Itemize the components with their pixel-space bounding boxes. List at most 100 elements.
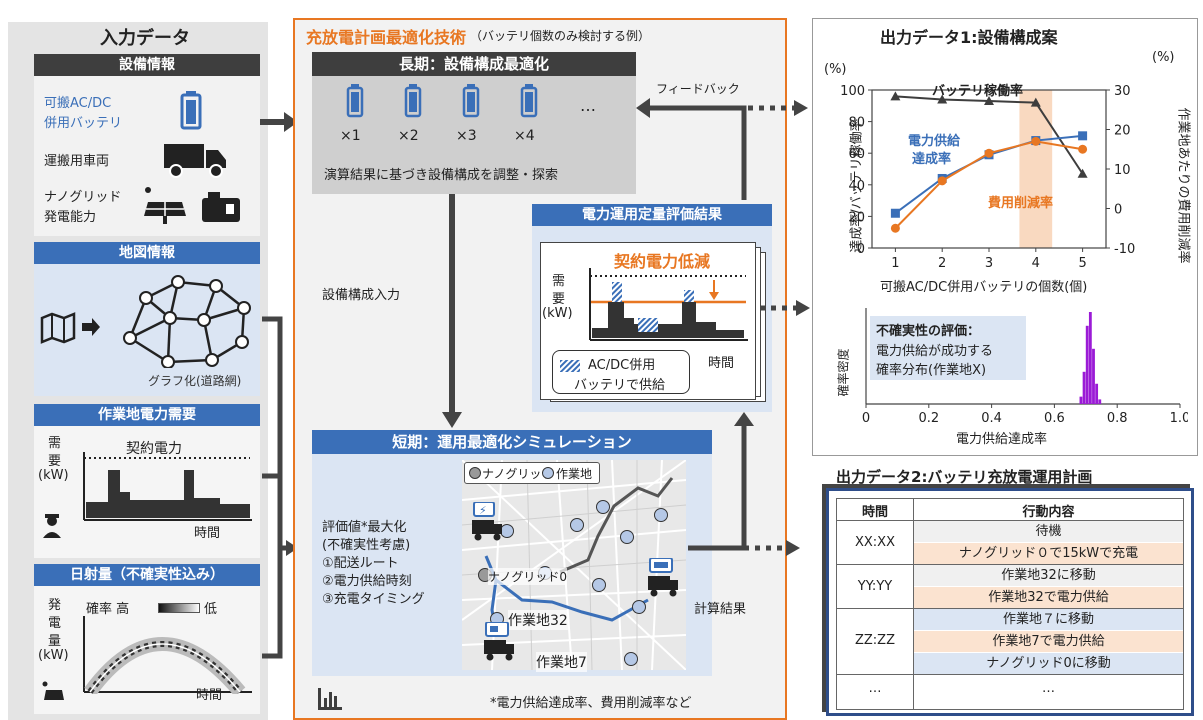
map-header: 地図情報 [34,242,260,264]
output1-title: 出力データ1:設備構成案 [880,28,1058,47]
x-axis-label: 可搬AC/DC併用バッテリの個数(個) [880,280,1088,295]
solar-y-label: 電 [48,616,62,631]
nanogrid-legend-label: ナノグリッド [482,467,554,481]
truck-battery-icon: ⚡ [472,502,502,541]
battery-icon [520,84,538,118]
right-arrow-icon [82,318,100,336]
data-point [1078,144,1088,154]
action-cell: 作業地７に移動 [914,609,1183,630]
battery-label: 可搬AC/DC [44,96,112,111]
solar-x-label: 時間 [196,688,223,703]
x-tick-label: 5 [1078,256,1086,271]
optimization-title: 充放電計画最適化技術 [306,28,467,47]
calc-result-arrow [688,412,800,556]
action-cell: … [1042,681,1055,696]
nanogrid-legend-dot [469,467,481,479]
output2-title: 出力データ2:バッテリ充放電運用計画 [836,468,1093,486]
probability-low-label: 低 [204,602,218,617]
series-label-utilization: バッテリ稼働率 [932,84,1024,99]
eval-header: 電力運用定量評価結果 [532,204,772,226]
hist-x-tick-label: 1.0 [1170,411,1188,426]
left-tick-label: 60 [848,147,865,162]
battery-icon [462,84,480,118]
hist-bar [1098,399,1102,404]
equipment-header: 設備情報 [34,54,260,76]
hist-bar [1092,348,1095,404]
hist-title: 不確実性の評価： [876,324,981,339]
multiplier-label: ×1 [340,128,361,144]
road-graph-icon [123,275,251,368]
generator-icon [202,192,240,222]
bar-chart-icon [318,688,342,710]
config-input-label: 設備構成入力 [322,288,401,303]
output1-panel [812,18,1198,456]
x-tick-label: 4 [1032,256,1040,271]
action-cell: ナノグリッド0に移動 [914,653,1183,674]
data-point [937,94,948,104]
demand-y-label: 要 [48,454,62,469]
y-right-axis-label: 作業地あたりの費用削減率 [1175,107,1191,264]
demand-x-label: 時間 [194,526,221,541]
eval-dotted-arrow [760,300,810,316]
action-cell: 作業地32に移動 [914,565,1183,586]
feedback-arrow [636,98,747,200]
data-point [937,176,947,186]
nanogrid-label-2: 発電能力 [44,210,97,225]
objective-line: ②電力供給時刻 [322,574,412,589]
table-row [837,521,1183,565]
hist-bar [1079,396,1083,404]
map-legend [464,462,600,484]
data-point [890,208,900,218]
row-time: ZZ:ZZ [854,633,895,648]
left-tick-label: 20 [848,210,865,225]
objective-line: 評価値*最大化 [322,520,407,535]
data-point [984,96,994,106]
objective-line: (不確実性考慮) [322,538,411,553]
hist-x-tick-label: 0.6 [1044,411,1065,426]
eval-y-label: (kW) [542,306,573,321]
solar-header: 日射量（不確実性込み） [34,564,260,586]
site-node [592,578,606,592]
eval-x-label: 時間 [708,356,735,371]
objective-line: ①配送ルート [322,556,399,571]
col-time-header: 時間 [861,505,888,520]
hist-bar [1095,383,1099,404]
truck-battery-icon [484,622,514,661]
site-node [620,530,634,544]
unit-left: (%) [824,62,847,77]
site-node [596,500,610,514]
map-icon [40,312,76,344]
data-point [984,148,994,158]
demand-header: 作業地電力需要 [34,404,260,426]
map-label-site32: 作業地32 [508,610,568,630]
right-tick-label: 20 [1114,124,1131,139]
hatch-legend-icon [560,360,580,372]
action-cell: 作業地7で電力供給 [914,631,1183,652]
hist-x-tick-label: 0.4 [981,411,1002,426]
demand-y-label: (kW) [38,468,69,483]
map-caption: グラフ化(道路網) [148,374,242,388]
row-time: YY:YY [857,579,893,594]
eval-chart [589,268,748,341]
optimization-subtitle: （バッテリ個数のみ検討する例） [470,29,651,43]
left-tick-label: 40 [848,179,865,194]
hist-line2: 確率分布(作業地X) [876,363,987,378]
short-term-header: 短期：運用最適化シミュレーション [312,430,712,454]
eval-legend-text: AC/DC併用 [588,358,656,373]
map-label-site7: 作業地7 [536,652,587,672]
objective-line: ③充電タイミング [322,592,425,607]
left-tick-label: 80 [848,116,865,131]
probability-gradient [158,603,200,613]
worker-icon [43,514,61,538]
hist-x-tick-label: 0 [862,411,870,426]
long-term-caption: 演算結果に基づき設備構成を調整・探索 [324,168,559,183]
calc-result-label: 計算結果 [694,602,747,617]
long-term-header: 長期：設備構成最適化 [312,52,636,76]
multiplier-label: ×3 [456,128,477,144]
contract-reduction-label: 契約電力低減 [614,252,711,271]
col-divider [913,499,914,709]
probability-high-label: 確率 高 [86,602,130,617]
demand-y-label: 需 [48,436,62,451]
